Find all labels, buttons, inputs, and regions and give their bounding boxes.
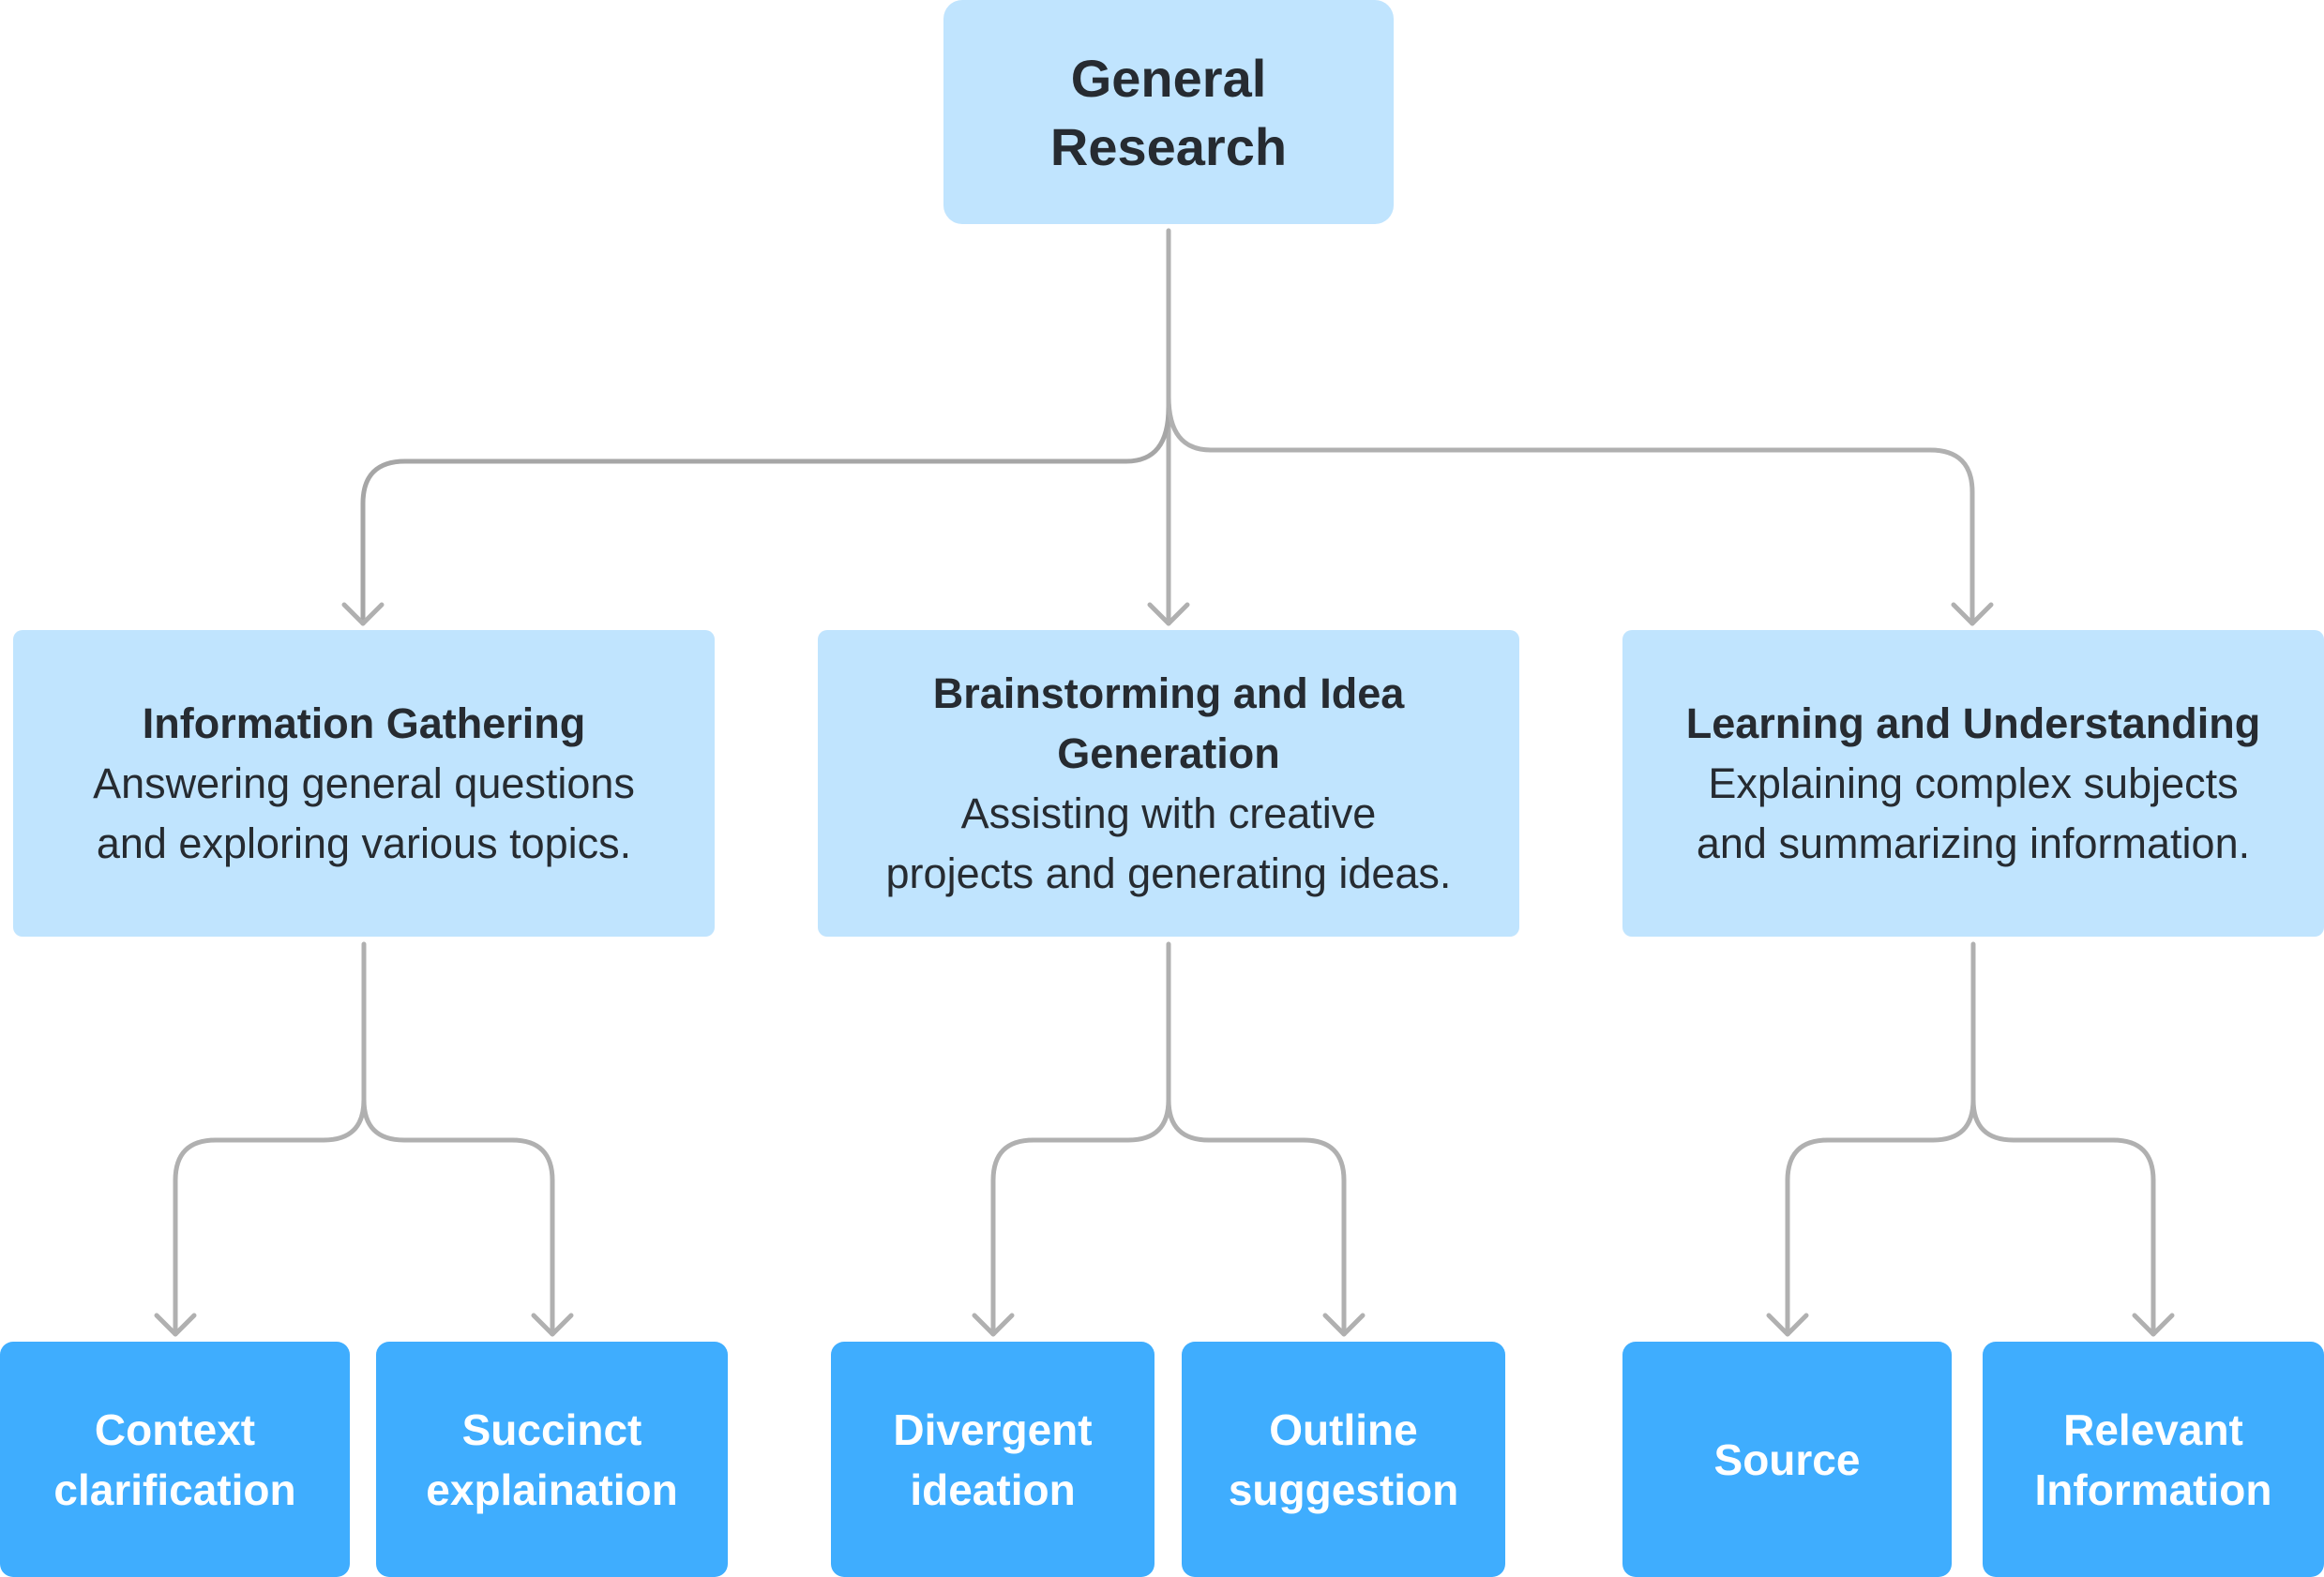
category-description: Assisting with creative <box>960 788 1377 837</box>
root-label-line: Research <box>1049 116 1288 176</box>
leaf-label-line: clarification <box>53 1464 296 1514</box>
leaf-label-line: explaination <box>426 1464 678 1514</box>
arrowhead-brainstorming <box>1147 602 1190 626</box>
category-title: Learning and Understanding <box>1685 698 2261 747</box>
arrowhead-information-gathering <box>341 602 385 626</box>
leaf-label-line: ideation <box>910 1464 1076 1514</box>
leaf-node-succinct-explaination: Succinct explaination <box>376 1342 728 1577</box>
category-title: Information Gathering <box>142 698 586 747</box>
category-node-brainstorming: Brainstorming and Idea Generation Assist… <box>818 630 1519 937</box>
arrowhead-relevant-information <box>2132 1313 2175 1337</box>
arrowhead-context-clarification <box>154 1313 197 1337</box>
category-description: Answering general questions <box>93 758 635 807</box>
root-node-general-research: General Research <box>943 0 1394 224</box>
leaf-label-line: Outline <box>1269 1404 1418 1454</box>
arrowhead-outline-suggestion <box>1322 1313 1366 1337</box>
category-description: and exploring various topics. <box>96 819 632 867</box>
leaf-node-relevant-information: Relevant Information <box>1983 1342 2324 1577</box>
leaf-node-divergent-ideation: Divergent ideation <box>831 1342 1154 1577</box>
category-node-information-gathering: Information Gathering Answering general … <box>13 630 715 937</box>
category-description: and summarizing information. <box>1696 819 2251 867</box>
connector-learning-to-leaves <box>1785 941 2156 1337</box>
connector-brainstorming-to-leaves <box>990 941 1347 1337</box>
leaf-label-line: Divergent <box>893 1404 1093 1454</box>
category-node-learning: Learning and Understanding Explaining co… <box>1622 630 2324 937</box>
connector-information-gathering-to-leaves <box>173 941 555 1337</box>
arrowhead-succinct-explaination <box>531 1313 574 1337</box>
category-description: Explaining complex subjects <box>1708 758 2239 807</box>
leaf-label-line: Context <box>94 1404 256 1454</box>
leaf-label-line: suggestion <box>1228 1464 1459 1514</box>
leaf-node-context-clarification: Context clarification <box>0 1342 350 1577</box>
arrowhead-learning <box>1951 602 1994 626</box>
leaf-label-line: Source <box>1713 1434 1861 1484</box>
leaf-node-outline-suggestion: Outline suggestion <box>1182 1342 1505 1577</box>
root-label-line: General <box>1070 48 1267 108</box>
category-title: Brainstorming and Idea <box>932 668 1405 717</box>
leaf-node-source: Source <box>1622 1342 1952 1577</box>
connector-root-to-learning <box>1166 394 1975 626</box>
connector-root-to-information-gathering <box>360 405 1171 626</box>
arrowhead-source <box>1766 1313 1809 1337</box>
arrowhead-divergent-ideation <box>972 1313 1015 1337</box>
leaf-label-line: Information <box>2034 1464 2272 1514</box>
category-title: Generation <box>1057 728 1280 777</box>
leaf-label-line: Relevant <box>2063 1404 2243 1454</box>
leaf-label-line: Succinct <box>461 1404 642 1454</box>
category-description: projects and generating ideas. <box>885 849 1452 897</box>
